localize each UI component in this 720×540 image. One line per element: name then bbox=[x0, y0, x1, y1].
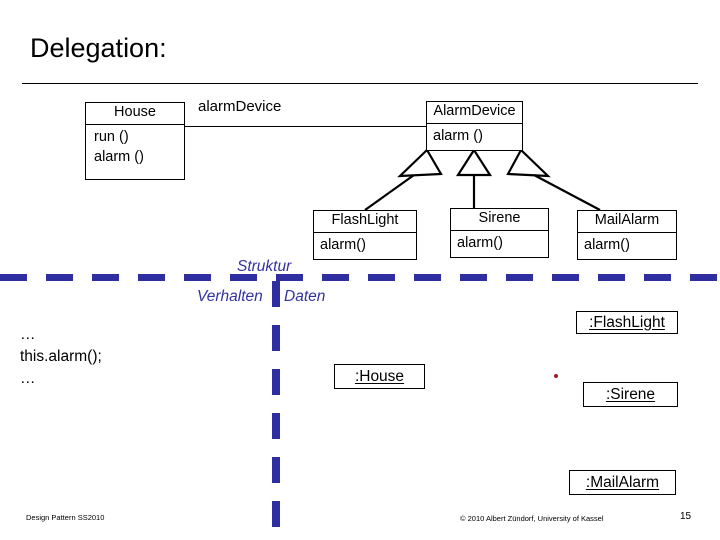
page-title: Delegation: bbox=[30, 33, 167, 63]
uml-class-house-operations: run () alarm () bbox=[86, 125, 184, 171]
uml-class-sirene-operations: alarm() bbox=[451, 231, 548, 258]
uml-operation: alarm() bbox=[457, 234, 503, 251]
uml-class-flashlight-operations: alarm() bbox=[314, 233, 416, 260]
code-line: … bbox=[20, 370, 36, 387]
footer-copyright: © 2010 Albert Zündorf, University of Kas… bbox=[460, 514, 604, 523]
uml-class-mailalarm-operations: alarm() bbox=[578, 233, 676, 260]
uml-operation: alarm() bbox=[584, 236, 630, 253]
uml-class-alarmdevice-separator bbox=[427, 122, 522, 124]
code-line: … bbox=[20, 326, 36, 343]
uml-class-flashlight[interactable]: FlashLight alarm() bbox=[313, 210, 417, 260]
uml-class-alarmdevice[interactable]: AlarmDevice alarm () bbox=[426, 101, 523, 151]
zone-label-verhalten: Verhalten bbox=[197, 288, 263, 305]
uml-operation: alarm() bbox=[320, 236, 366, 253]
uml-class-alarmdevice-name: AlarmDevice bbox=[433, 103, 516, 119]
footer-page-number: 15 bbox=[680, 511, 692, 522]
uml-class-sirene[interactable]: Sirene alarm() bbox=[450, 208, 549, 258]
uml-object-mailalarm-name: :MailAlarm bbox=[585, 473, 660, 491]
uml-class-mailalarm-name: MailAlarm bbox=[594, 212, 660, 228]
zone-label-daten: Daten bbox=[284, 288, 326, 305]
zone-divider-vertical bbox=[272, 281, 280, 540]
association-role-label: alarmDevice bbox=[198, 98, 282, 115]
uml-class-house-name: House bbox=[114, 104, 156, 120]
footer-course-label: Design Pattern SS2010 bbox=[26, 513, 105, 522]
uml-class-house-separator bbox=[86, 123, 184, 125]
zone-label-struktur: Struktur bbox=[237, 258, 292, 275]
uml-class-sirene-name: Sirene bbox=[478, 210, 521, 226]
uml-object-flashlight-name: :FlashLight bbox=[589, 313, 665, 331]
code-line: this.alarm(); bbox=[20, 348, 102, 365]
uml-operation: run () bbox=[94, 128, 129, 145]
association-line-house-alarmdevice bbox=[185, 125, 426, 128]
uml-object-house[interactable]: :House bbox=[334, 364, 425, 389]
uml-class-sirene-separator bbox=[451, 229, 548, 231]
uml-class-mailalarm[interactable]: MailAlarm alarm() bbox=[577, 210, 677, 260]
uml-operation: alarm () bbox=[433, 127, 483, 144]
uml-class-mailalarm-separator bbox=[578, 231, 676, 233]
uml-operation: alarm () bbox=[94, 148, 144, 165]
zone-divider-horizontal bbox=[0, 274, 720, 281]
uml-object-sirene-name: :Sirene bbox=[605, 385, 656, 403]
uml-class-flashlight-separator bbox=[314, 231, 416, 233]
title-divider bbox=[22, 83, 698, 84]
uml-class-flashlight-name: FlashLight bbox=[331, 212, 399, 228]
uml-object-house-name: :House bbox=[354, 367, 405, 385]
uml-object-sirene[interactable]: :Sirene bbox=[583, 382, 678, 407]
uml-object-flashlight[interactable]: :FlashLight bbox=[576, 311, 678, 334]
uml-class-alarmdevice-operations: alarm () bbox=[427, 124, 522, 151]
uml-object-mailalarm[interactable]: :MailAlarm bbox=[569, 470, 676, 495]
link-marker-dot bbox=[554, 374, 558, 378]
uml-class-house[interactable]: House run () alarm () bbox=[85, 102, 185, 180]
code-snippet: … this.alarm(); … bbox=[20, 324, 102, 390]
